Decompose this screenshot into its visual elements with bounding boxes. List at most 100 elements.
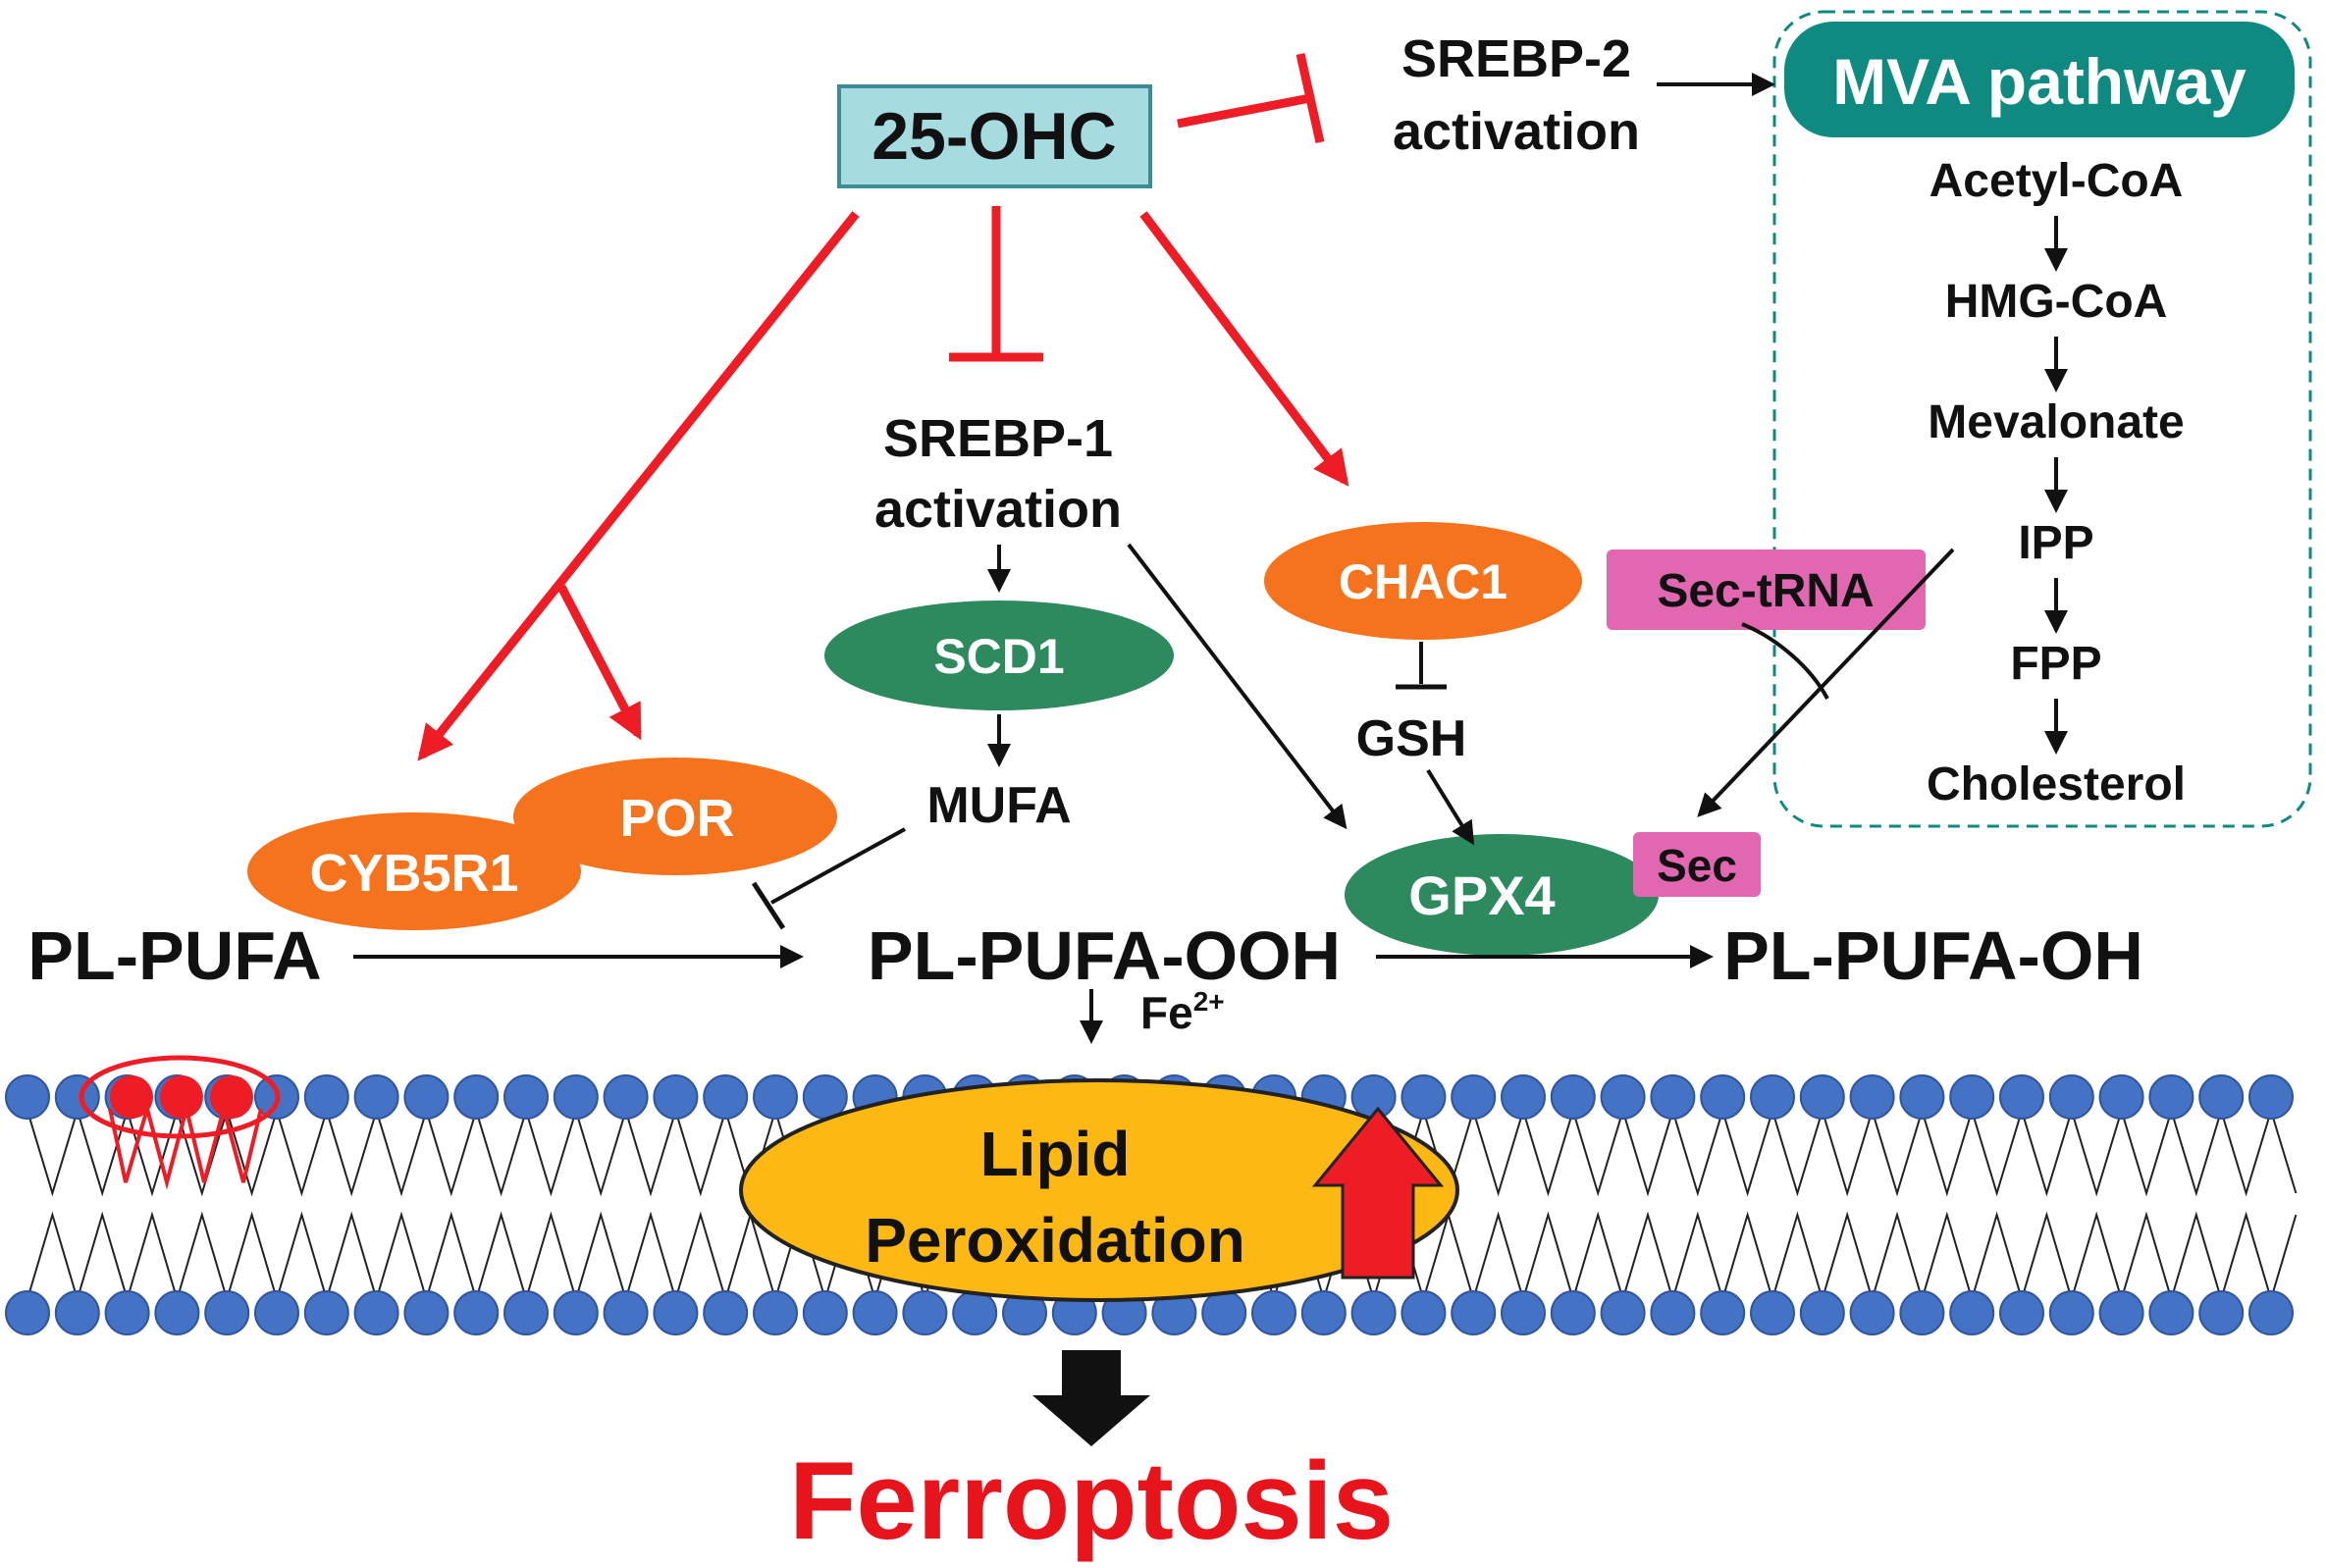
lipid-head [1201, 1290, 1247, 1335]
lipid-head [1849, 1290, 1895, 1335]
lipid-head [254, 1290, 299, 1335]
mva-step-label: Acetyl-CoA [1930, 155, 2184, 207]
pathway-edges [353, 73, 1955, 1044]
lipid-head [2248, 1290, 2294, 1335]
lipid-head [503, 1290, 549, 1335]
lipid-head [1550, 1074, 1596, 1120]
lipid-head [2148, 1074, 2194, 1120]
sec-trna-label: Sec-tRNA [1657, 565, 1874, 617]
srebp1-label-1: SREBP-1 [883, 409, 1113, 468]
srebp2-label-1: SREBP-2 [1401, 29, 1631, 88]
lipid-head [553, 1290, 599, 1335]
mva-steps: Acetyl-CoAHMG-CoAMevalonateIPPFPPCholest… [1927, 155, 2186, 810]
srebp2-label-2: activation [1393, 102, 1640, 161]
lipid-head [1999, 1074, 2044, 1120]
lipid-head [503, 1074, 549, 1120]
mufa-inhibit-bar [751, 881, 786, 930]
lipid-head [2248, 1074, 2294, 1120]
chac1-node: CHAC1 [1264, 522, 1582, 640]
membrane-heads-lower [5, 1290, 2294, 1335]
sec-trna-join-curve [1741, 622, 1829, 700]
lipid-head [1401, 1290, 1447, 1335]
sec-label: Sec [1657, 840, 1737, 891]
mva-step-label: HMG-CoA [1945, 276, 2168, 328]
lipid-peroxidation: Lipid Peroxidation [739, 1078, 1459, 1302]
srebp1-to-gpx4-edge [1127, 543, 1348, 830]
lipid-head [852, 1290, 898, 1335]
lipid-head [1799, 1074, 1845, 1120]
cyb5r1-node: CYB5R1 [247, 812, 581, 930]
lipid-head [1949, 1074, 1995, 1120]
lipid-head [403, 1074, 449, 1120]
mva-step-label: IPP [2018, 517, 2093, 569]
mva-pathway-box: MVA pathway Acetyl-CoAHMG-CoAMevalonateI… [1772, 10, 2312, 828]
lipid-head [1700, 1074, 1746, 1120]
lipid-head [2098, 1074, 2144, 1120]
cell-membrane [5, 1055, 2298, 1335]
gsh-label: GSH [1356, 710, 1467, 767]
ohc25-label: 25-OHC [872, 99, 1116, 174]
lipid-head [902, 1290, 948, 1335]
lipid-head [1600, 1074, 1646, 1120]
lipid-head [802, 1290, 848, 1335]
ohc25-node: 25-OHC [837, 84, 1152, 188]
lipid-head [1849, 1074, 1895, 1120]
lipid-head [1501, 1290, 1546, 1335]
lipid-head [303, 1074, 349, 1120]
sec-trna-node: Sec-tRNA [1607, 549, 1926, 630]
lipid-head [2098, 1290, 2144, 1335]
lipid-peroxidation-label-1: Lipid [980, 1119, 1131, 1189]
gpx4-label: GPX4 [1408, 864, 1555, 926]
lipid-head [2198, 1290, 2245, 1335]
oxidized-lipid-cluster [79, 1055, 281, 1190]
lipid-head [104, 1290, 150, 1335]
lipid-head [403, 1290, 449, 1335]
por-label: POR [619, 789, 734, 848]
lipid-head [154, 1290, 200, 1335]
lipid-head [952, 1290, 998, 1335]
lipid-head [2198, 1074, 2245, 1120]
lipid-head [353, 1074, 399, 1120]
lipid-head [753, 1074, 798, 1120]
lipid-head [1251, 1290, 1296, 1335]
lipid-head [353, 1290, 399, 1335]
lipid-head [1300, 1290, 1347, 1335]
increase-arrow-icon [1311, 1106, 1445, 1280]
lipid-head [1451, 1290, 1497, 1335]
chac1-label: CHAC1 [1339, 554, 1507, 609]
lipid-head [1501, 1074, 1546, 1120]
scd1-node: SCD1 [824, 601, 1174, 710]
lipid-head [603, 1074, 649, 1120]
lipid-head [703, 1290, 749, 1335]
lipid-head [603, 1290, 649, 1335]
lipid-head [1899, 1290, 1945, 1335]
lipid-head [204, 1290, 250, 1335]
pl-pufa-ooh-label: PL-PUFA-OOH [868, 917, 1341, 994]
lipid-head [2048, 1074, 2094, 1120]
iron-symbol: Fe [1140, 987, 1193, 1038]
lipid-head [653, 1290, 699, 1335]
iron-label: Fe2+ [1140, 986, 1225, 1038]
ohc25-edges [417, 53, 1349, 761]
lipid-head [54, 1290, 100, 1335]
gsh-to-gpx4-edge [1426, 768, 1475, 846]
activate-chac1-edge [1139, 211, 1349, 487]
lipid-head [1700, 1290, 1746, 1335]
lipid-head [2148, 1290, 2194, 1335]
ferroptosis-label: Ferroptosis [789, 1439, 1394, 1562]
inhibit-srebp2-bar [1295, 53, 1325, 143]
lipid-head [1899, 1074, 1945, 1120]
mva-step-label: FPP [2010, 638, 2101, 690]
mva-pathway-title: MVA pathway [1832, 45, 2247, 118]
scd1-label: SCD1 [933, 629, 1064, 684]
lipid-head [1650, 1074, 1696, 1120]
ipp-to-sec-edge [1697, 548, 1955, 817]
por-node: POR [513, 758, 837, 875]
lipid-head [1401, 1074, 1447, 1120]
lipid-head [703, 1074, 749, 1120]
lipid-head [453, 1290, 500, 1335]
lipid-head [1550, 1290, 1596, 1335]
lipid-head [1451, 1074, 1497, 1120]
gpx4-node: GPX4 Sec [1345, 832, 1761, 956]
